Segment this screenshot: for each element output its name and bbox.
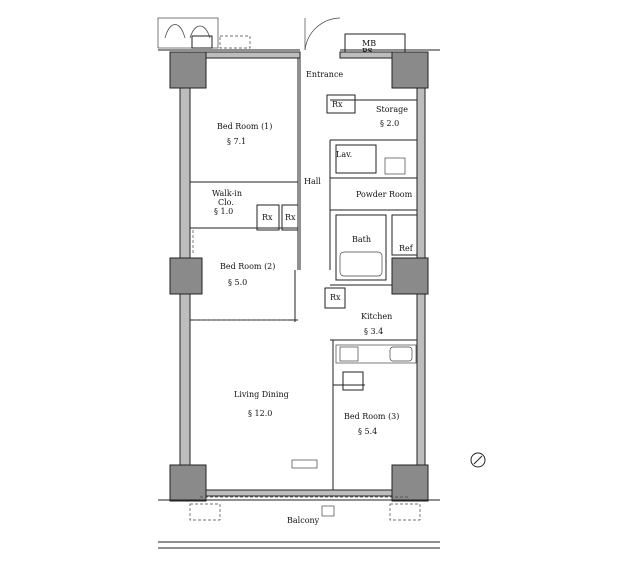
- closet-rx-3: Rx: [330, 293, 341, 302]
- bedroom3-label: Bed Room (3): [344, 412, 399, 421]
- balcony: [158, 499, 440, 549]
- closets: [256, 94, 364, 391]
- kitchen-area: § 3.4: [364, 327, 383, 336]
- kitchen-counter: [335, 344, 417, 364]
- entrance-label: Entrance: [306, 70, 343, 79]
- bedroom1-label: Bed Room (1): [217, 122, 272, 131]
- bath-label: Bath: [352, 235, 371, 244]
- balcony-label: Balcony: [287, 516, 320, 525]
- living-dining-label: Living Dining: [234, 390, 289, 399]
- entrance-door: [304, 17, 341, 51]
- powder-room-label: Powder Room: [356, 190, 413, 199]
- bedroom3-area: § 5.4: [358, 427, 377, 436]
- top-planter: [157, 17, 440, 51]
- storage-label: Storage: [376, 105, 408, 114]
- bath-fixtures: [335, 144, 418, 281]
- closet-rx-1: Rx: [262, 213, 273, 222]
- shoe-rack-label: Rx: [332, 100, 343, 109]
- walk-in-area: § 1.0: [214, 207, 233, 216]
- interior-walls: [190, 58, 417, 490]
- living-dining-area: § 12.0: [248, 409, 272, 418]
- walk-in-label-2: Clo.: [218, 198, 234, 207]
- lav-label: Lav.: [336, 150, 352, 159]
- mb-label: MB: [362, 39, 376, 48]
- walk-in-label: Walk-in: [212, 189, 242, 198]
- sliding-doors: [192, 230, 410, 498]
- hall-label: Hall: [304, 177, 321, 186]
- closet-rx-2: Rx: [285, 213, 296, 222]
- bedroom2-area: § 5.0: [228, 278, 247, 287]
- structural-columns: [169, 51, 429, 502]
- storage-area: § 2.0: [380, 119, 399, 128]
- ref-label: Ref: [399, 244, 414, 253]
- bedroom2-label: Bed Room (2): [220, 262, 275, 271]
- kitchen-label: Kitchen: [361, 312, 392, 321]
- bedroom1-area: § 7.1: [227, 137, 246, 146]
- compass-icon: [470, 452, 486, 468]
